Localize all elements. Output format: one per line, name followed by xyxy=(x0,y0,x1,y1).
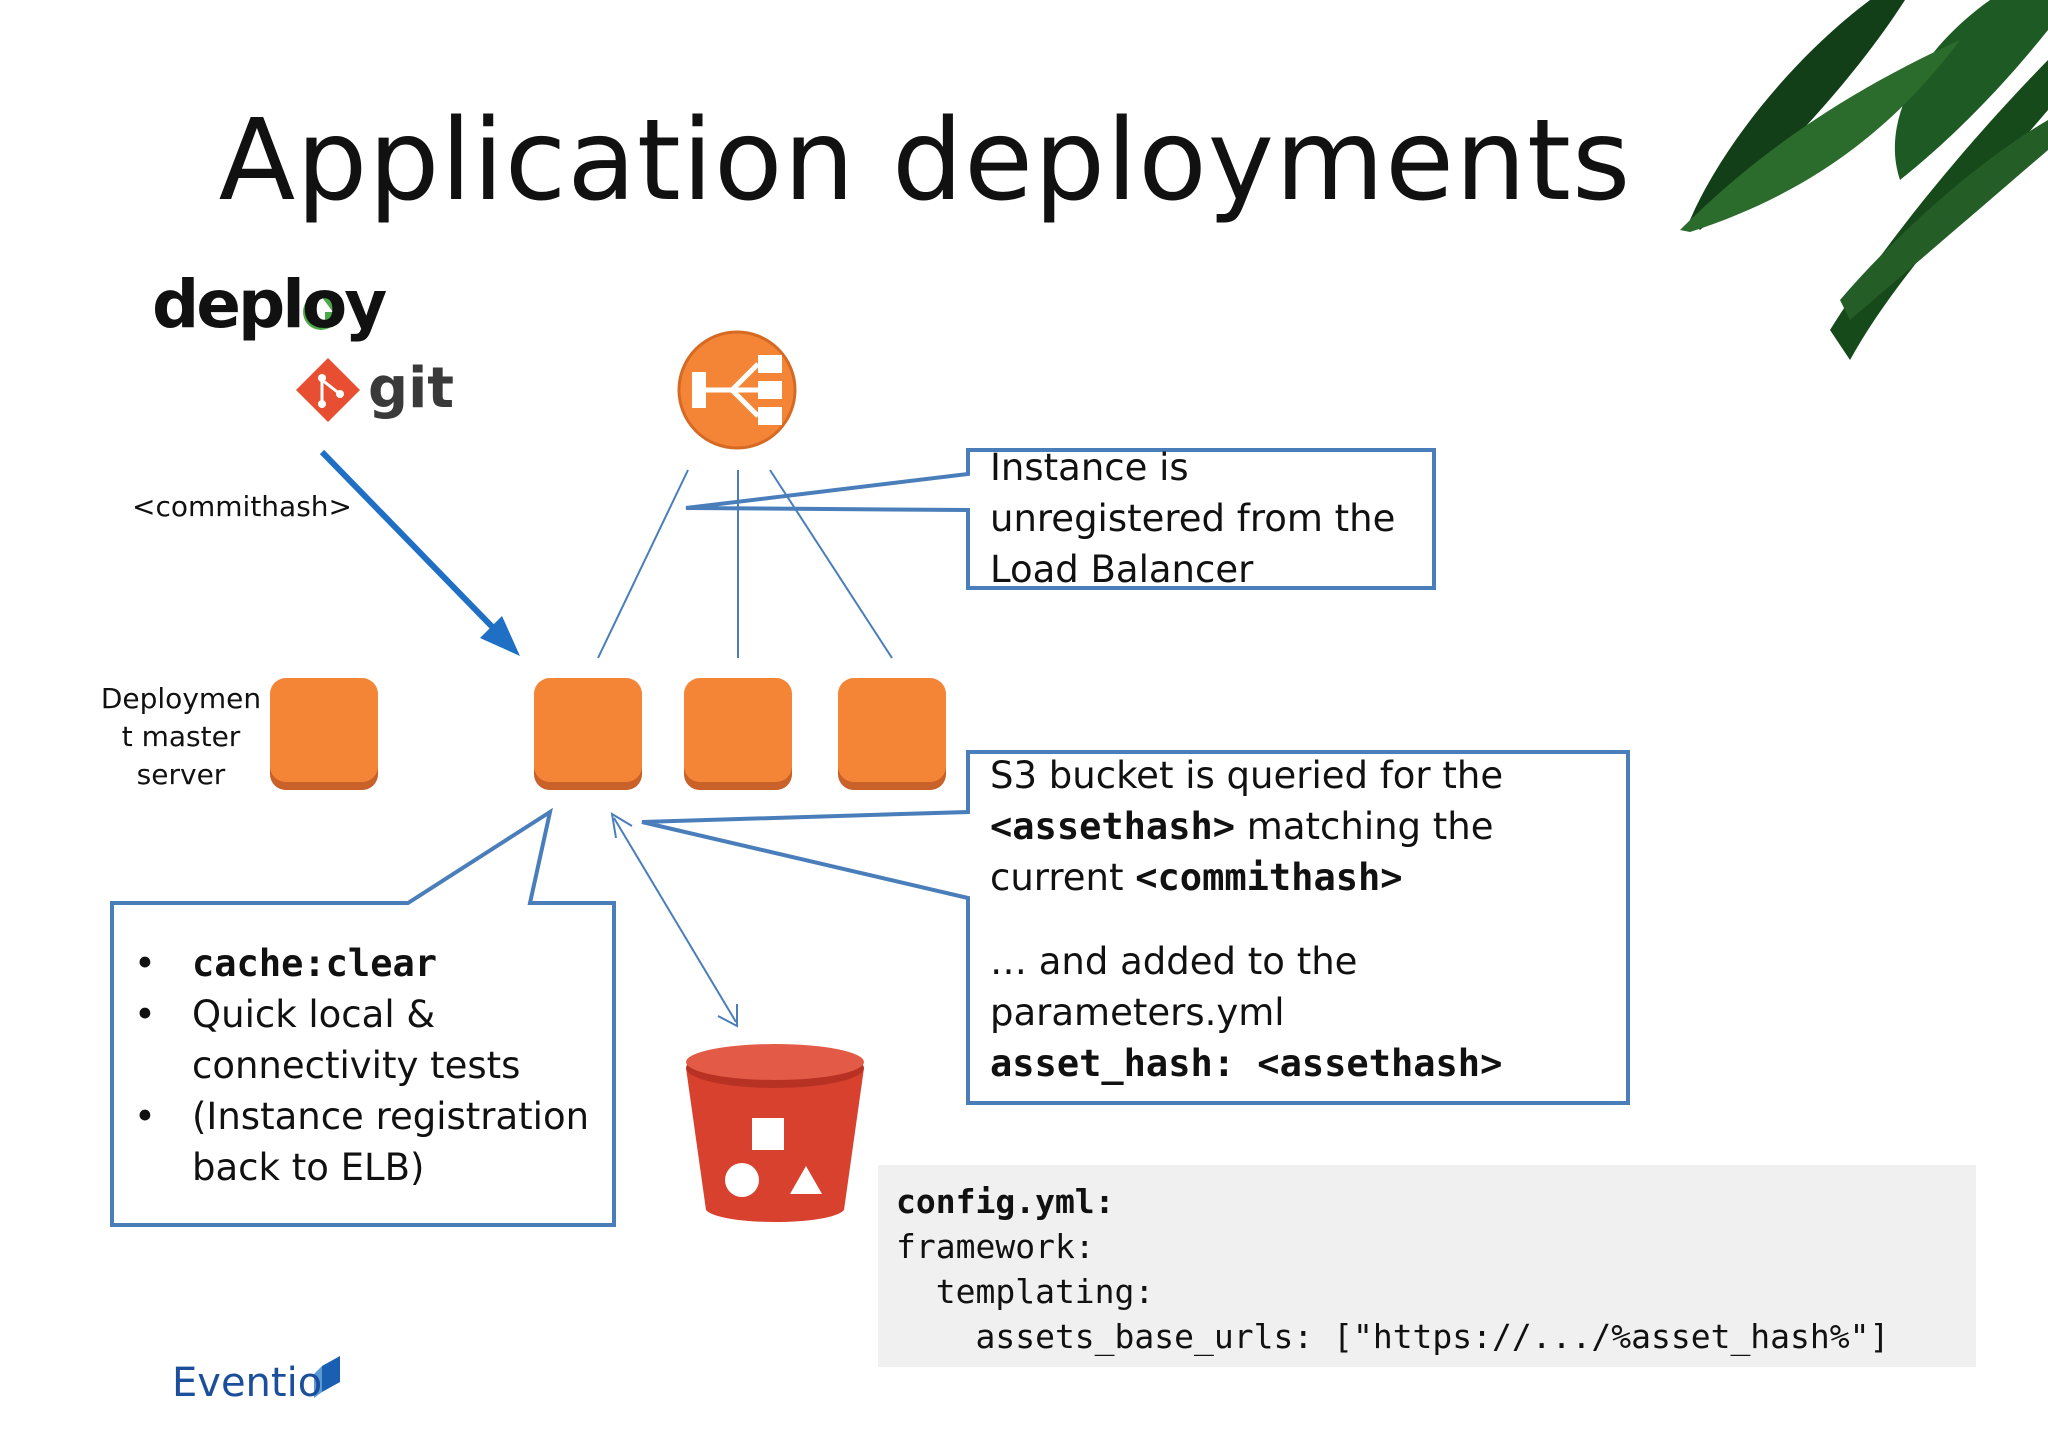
deployment-master-line: Deploymen xyxy=(100,682,262,715)
config-line: assets_base_urls: ["https://.../%asset_h… xyxy=(896,1317,1890,1356)
tests-line: back to ELB) xyxy=(192,1146,425,1189)
s3-callout-fragment: matching the xyxy=(1235,805,1494,848)
tests-bullet-item: • Quick local & connectivity tests xyxy=(112,989,589,1091)
deployment-master-server xyxy=(270,678,378,790)
elb-callout-line: Instance is xyxy=(990,446,1189,489)
elb-link-3 xyxy=(769,469,893,659)
s3-bucket-icon xyxy=(686,1044,864,1222)
s3-callout-line: <assethash> matching the xyxy=(990,801,1503,852)
tests-callout-border xyxy=(110,807,616,1227)
tests-line: Quick local & xyxy=(192,993,436,1036)
s3-link-head-up xyxy=(610,812,633,839)
s3-callout-line: … and added to the xyxy=(990,940,1358,983)
s3-link-arrow xyxy=(613,817,737,1023)
tests-bullet-item: • cache:clear xyxy=(112,938,589,989)
asset-hash-code: asset_hash: <assethash> xyxy=(990,1042,1503,1085)
leaf-decoration-icon xyxy=(1680,0,2048,360)
config-line: config.yml: xyxy=(896,1182,1115,1221)
config-line: framework: xyxy=(896,1227,1095,1266)
app-instance-2 xyxy=(684,678,792,790)
elb-callout-line: Load Balancer xyxy=(990,548,1254,591)
bullet-icon: • xyxy=(134,1095,156,1138)
tests-line: connectivity tests xyxy=(192,1044,521,1087)
commithash-label: <commithash> xyxy=(132,490,352,523)
eventio-logo: Eventio xyxy=(172,1360,323,1406)
assethash-code: <assethash> xyxy=(990,805,1236,848)
tests-bullet-item: • (Instance registration back to ELB) xyxy=(112,1091,589,1193)
s3-callout-line: parameters.yml xyxy=(990,991,1285,1034)
app-instance-3 xyxy=(838,678,946,790)
s3-callout-text: S3 bucket is queried for the <assethash>… xyxy=(990,750,1503,1089)
deploy-logo-text: deploy xyxy=(152,266,387,343)
bullet-icon: • xyxy=(134,942,156,985)
tests-callout-text: • cache:clear • Quick local & connectivi… xyxy=(112,938,589,1193)
load-balancer-icon xyxy=(677,330,797,450)
bullet-icon: • xyxy=(134,993,156,1036)
deploy-upload-icon xyxy=(303,294,339,330)
deployment-master-label: Deploymen t master server xyxy=(96,680,266,794)
page-title: Application deployments xyxy=(218,96,1632,226)
commithash-code: <commithash> xyxy=(1135,856,1403,899)
eventio-logo-icon xyxy=(314,1356,340,1398)
s3-callout-border xyxy=(641,750,1630,1105)
s3-link-head-down xyxy=(717,1004,738,1028)
elb-link-1 xyxy=(597,469,689,659)
s3-callout-fragment: current xyxy=(990,856,1136,899)
tests-line: (Instance registration xyxy=(192,1095,590,1138)
commit-arrow-head xyxy=(480,616,520,656)
git-logo-text: git xyxy=(368,356,455,421)
elb-callout-border xyxy=(685,448,1436,590)
s3-callout-line: current <commithash> xyxy=(990,852,1503,903)
elb-callout-line: unregistered from the xyxy=(990,497,1396,540)
elb-callout-text: Instance is unregistered from the Load B… xyxy=(990,442,1395,595)
app-instance-1 xyxy=(534,678,642,790)
s3-callout-line: S3 bucket is queried for the xyxy=(990,754,1504,797)
commit-arrow xyxy=(319,449,508,643)
config-line: templating: xyxy=(896,1272,1155,1311)
config-code-block: config.yml: framework: templating: assets… xyxy=(878,1165,1976,1367)
deployment-master-line: server xyxy=(136,758,226,791)
deploy-logo: deploy xyxy=(152,266,387,343)
git-icon xyxy=(296,358,360,422)
cache-clear-code: cache:clear xyxy=(192,942,438,985)
deployment-master-line: t master xyxy=(121,720,241,753)
s3-callout-spacer xyxy=(990,903,1503,936)
